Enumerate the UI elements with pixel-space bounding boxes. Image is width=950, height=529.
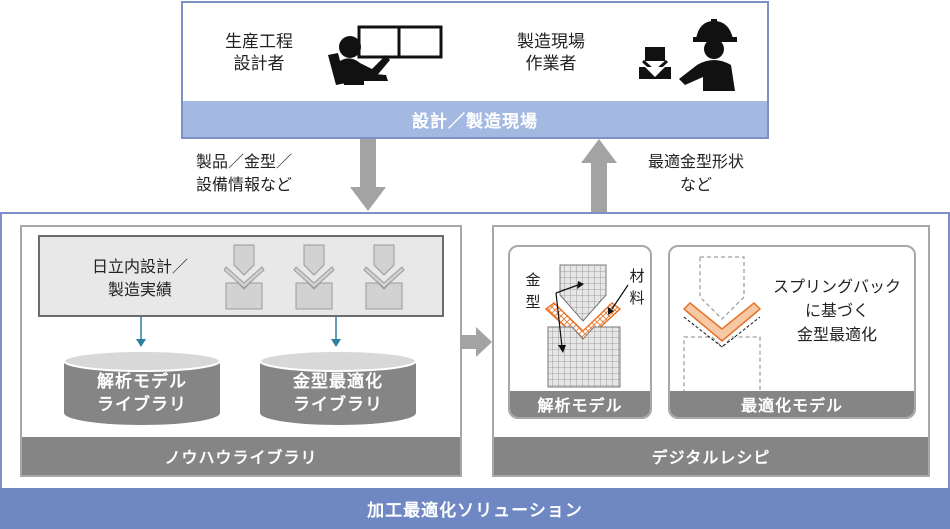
die-sample-icon [293, 244, 335, 310]
die-sample-icon [363, 244, 405, 310]
connector-arrow-icon [136, 317, 146, 347]
die-samples-icons [224, 244, 405, 310]
springback-description-line1: スプリングバック [772, 277, 901, 296]
right-arrow-icon [460, 327, 492, 357]
die-label: 金 型 [524, 269, 542, 313]
analysis-model-band: 解析モデル [510, 391, 650, 417]
analysis-model-library-db: 解析モデル ライブラリ [62, 349, 222, 427]
worker-label-line1: 製造現場 [517, 32, 585, 52]
springback-description-line2: に基づく [804, 301, 869, 320]
output-data-label: 最適金型形状 など [626, 150, 766, 196]
connector-arrow-icon [331, 317, 341, 347]
designer-label-line1: 生産工程 [225, 32, 293, 52]
down-arrow-icon [350, 139, 386, 211]
database-cylinder-icon [63, 350, 221, 425]
analysis-model-card: 金 型 材 料 解析モデル [508, 245, 652, 419]
records-label-line1: 日立内設計／ [91, 257, 188, 276]
up-arrow-icon [581, 139, 617, 213]
analysis-db-label-line2: ライブラリ [97, 395, 187, 415]
optimization-db-label-line1: 金型最適化 [293, 372, 383, 392]
design-manufacturing-records-box: 日立内設計／ 製造実績 [38, 235, 444, 317]
worker-label: 製造現場 作業者 [501, 31, 601, 75]
machining-optimization-solution-band: 加工最適化ソリューション [0, 488, 950, 529]
design-manufacturing-band: 設計／製造現場 [183, 101, 767, 137]
die-sample-icon [224, 244, 265, 310]
designer-label-line2: 設計者 [233, 54, 285, 74]
records-label-line2: 製造実績 [107, 280, 172, 299]
springback-description: スプリングバック に基づく 金型最適化 [762, 275, 912, 347]
material-label-char2: 料 [629, 289, 645, 307]
hardhat-worker-icon [679, 19, 737, 91]
knowhow-library-band: ノウハウライブラリ [22, 437, 460, 475]
press-die-icon [639, 47, 671, 79]
springback-description-line3: 金型最適化 [796, 325, 877, 344]
die-optimization-library-db: 金型最適化 ライブラリ [258, 349, 418, 427]
input-data-label: 製品／金型／ 設備情報など [196, 150, 336, 196]
design-manufacturing-site-box: 生産工程 設計者 製造現場 作業者 設計／製造現場 [181, 1, 769, 139]
optimization-db-label-line2: ライブラリ [293, 395, 383, 415]
output-data-label-line1: 最適金型形状 [647, 152, 744, 171]
optimization-model-band: 最適化モデル [670, 391, 914, 417]
database-cylinder-icon [259, 350, 417, 425]
records-label: 日立内設計／ 製造実績 [70, 255, 210, 301]
input-data-label-line2: 設備情報など [196, 175, 293, 194]
springback-illustration [682, 256, 762, 397]
output-data-label-line2: など [679, 175, 712, 194]
die-label-char1: 金 [525, 271, 541, 289]
worker-label-line2: 作業者 [525, 54, 577, 74]
analysis-db-label-line1: 解析モデル [97, 372, 187, 392]
material-label: 材 料 [628, 265, 646, 309]
optimization-model-card: スプリングバック に基づく 金型最適化 最適化モデル [668, 245, 916, 419]
designer-label: 生産工程 設計者 [209, 31, 309, 75]
digital-recipe-band: デジタルレシピ [494, 437, 928, 475]
digital-recipe-panel: 金 型 材 料 解析モデル スプリングバック に基づく 金型最適化 最適化モデル… [492, 225, 930, 477]
die-label-char2: 型 [525, 293, 541, 311]
material-label-char1: 材 [629, 267, 645, 285]
input-data-label-line1: 製品／金型／ [196, 152, 293, 171]
designer-at-screens-icon [328, 25, 443, 85]
knowhow-library-panel: 日立内設計／ 製造実績 [20, 225, 462, 477]
mesh-analysis-illustration [544, 264, 629, 388]
